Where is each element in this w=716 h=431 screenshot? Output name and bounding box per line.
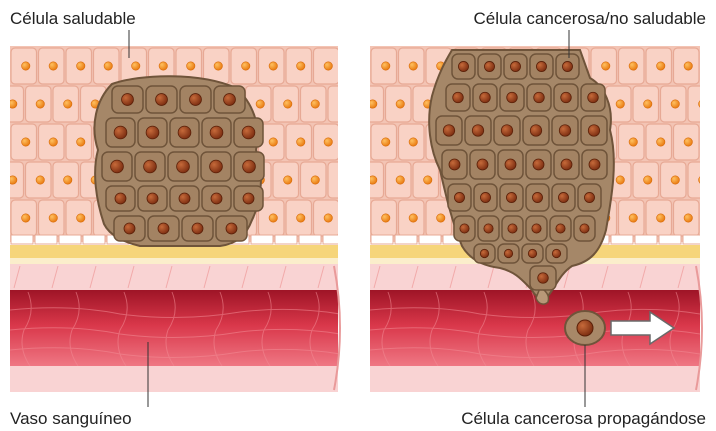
- healthy-cell: [701, 48, 716, 84]
- circulating-cancer-cell: [565, 311, 605, 345]
- vessel-wall-top: [10, 264, 340, 292]
- tumor-mass: [94, 76, 264, 246]
- healthy-cell: [701, 124, 716, 160]
- healthy-cell: [688, 162, 714, 198]
- healthy-cell: [328, 86, 354, 122]
- label-healthy-cell: Célula saludable: [10, 9, 136, 28]
- healthy-cell: [701, 200, 716, 236]
- healthy-panel: [0, 46, 367, 392]
- cancer-panel: [358, 46, 716, 392]
- label-blood-vessel: Vaso sanguíneo: [10, 409, 132, 428]
- label-spreading-cell: Célula cancerosa propagándose: [461, 409, 706, 428]
- healthy-cell: [688, 86, 714, 122]
- healthy-cell: [341, 124, 367, 160]
- vessel-wall-bottom: [370, 366, 700, 392]
- healthy-cell: [341, 200, 367, 236]
- healthy-cell: [328, 162, 354, 198]
- vessel-wall-bottom: [10, 366, 340, 392]
- healthy-cell: [341, 48, 367, 84]
- label-cancer-cell: Célula cancerosa/no saludable: [474, 9, 707, 28]
